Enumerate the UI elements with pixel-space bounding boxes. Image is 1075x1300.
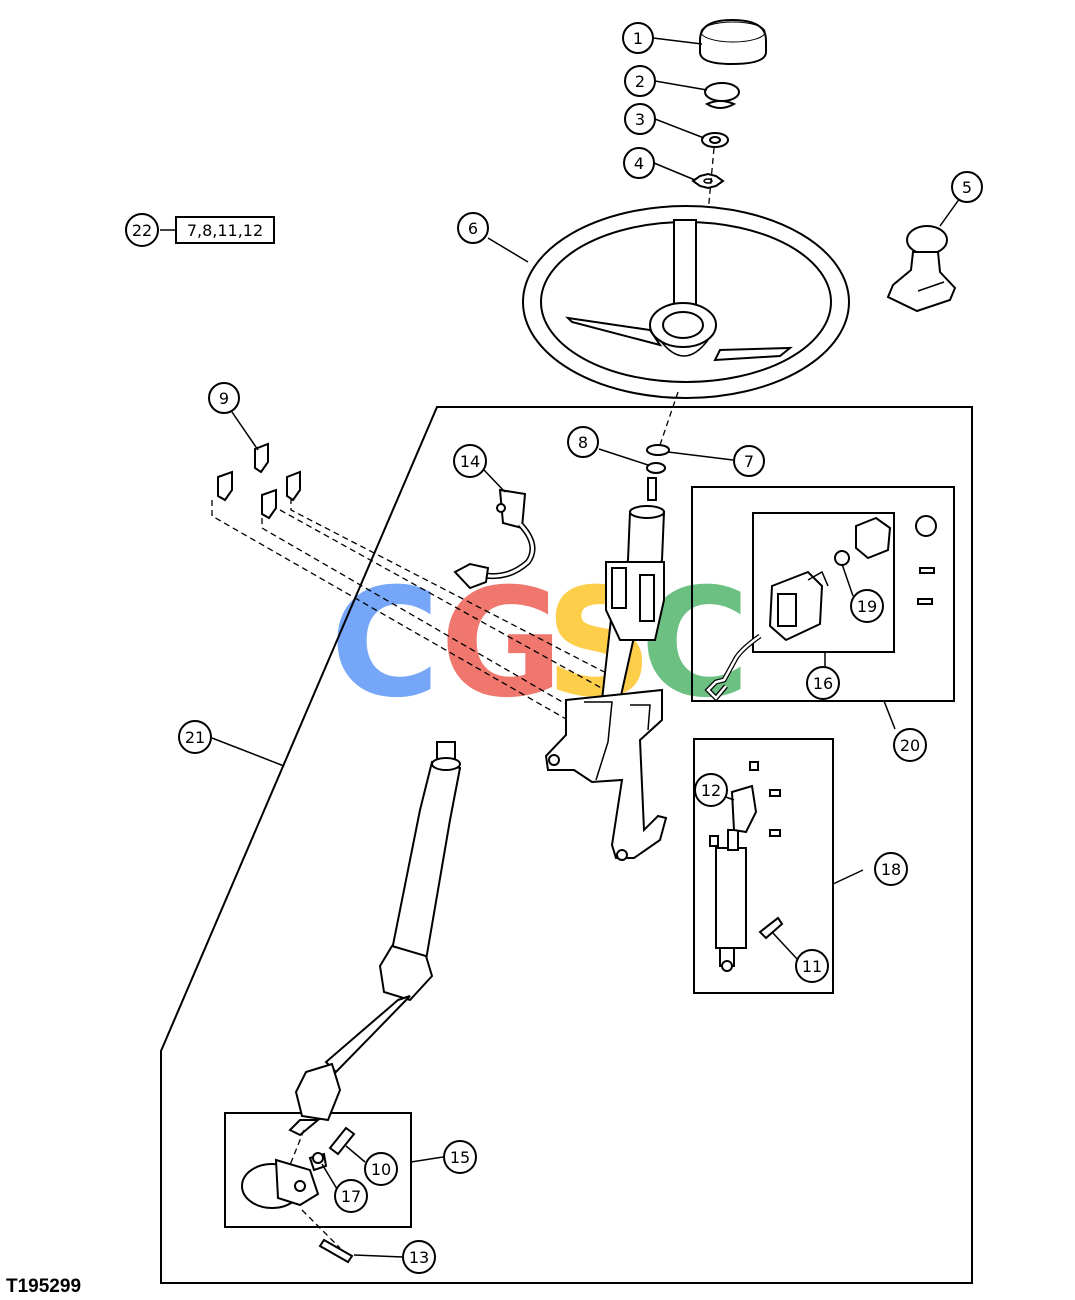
figure-id: T195299 bbox=[6, 1276, 82, 1297]
part-9-bolts bbox=[217, 442, 301, 520]
part-14-harness bbox=[453, 488, 536, 590]
svg-text:21: 21 bbox=[185, 728, 205, 747]
callout-21: 21 bbox=[178, 720, 212, 754]
callout-16: 16 bbox=[806, 666, 840, 700]
steering-column bbox=[544, 505, 668, 861]
leader-shaft-to-coupler bbox=[289, 1129, 305, 1166]
svg-text:9: 9 bbox=[219, 389, 229, 408]
assembly-20-box bbox=[691, 486, 955, 702]
callout-17: 17 bbox=[334, 1179, 368, 1213]
callout-19: 19 bbox=[850, 589, 884, 623]
callout-14: 14 bbox=[453, 444, 487, 478]
callout-18: 18 bbox=[874, 852, 908, 886]
leader-coupler-to-pin bbox=[301, 1209, 341, 1249]
watermark-letter-c1: C bbox=[330, 557, 440, 731]
part-5-spinner-knob bbox=[886, 225, 957, 313]
svg-text:13: 13 bbox=[409, 1248, 429, 1267]
svg-text:1: 1 bbox=[633, 29, 643, 48]
leader-wheel-to-column bbox=[659, 391, 679, 446]
watermark-letter-g: G bbox=[440, 557, 563, 731]
svg-text:19: 19 bbox=[857, 597, 877, 616]
part-16-switch bbox=[704, 570, 829, 702]
part-15-coupler bbox=[241, 1126, 356, 1209]
callout-8: 8 bbox=[567, 426, 599, 458]
part-18-gas-spring bbox=[709, 761, 784, 972]
svg-text:12: 12 bbox=[701, 781, 721, 800]
part-2-insert bbox=[704, 82, 740, 109]
callout-11: 11 bbox=[795, 949, 829, 983]
svg-text:2: 2 bbox=[635, 72, 645, 91]
svg-text:7: 7 bbox=[744, 452, 754, 471]
part-3-nut bbox=[701, 132, 729, 148]
callout-1: 1 bbox=[622, 22, 654, 54]
leader-cap-to-wheel bbox=[699, 147, 715, 301]
lower-shaft bbox=[288, 741, 462, 1137]
svg-text:10: 10 bbox=[371, 1160, 391, 1179]
assembly-21-outline bbox=[160, 406, 973, 1284]
svg-text:22: 22 bbox=[132, 221, 152, 240]
part-6-steering-wheel bbox=[522, 205, 850, 399]
svg-text:3: 3 bbox=[635, 110, 645, 129]
callout-4: 4 bbox=[623, 147, 655, 179]
callout-15: 15 bbox=[443, 1140, 477, 1174]
callout-3: 3 bbox=[624, 103, 656, 135]
callout-6: 6 bbox=[457, 212, 489, 244]
callout-12: 12 bbox=[694, 773, 728, 807]
callout-20: 20 bbox=[893, 728, 927, 762]
callout-22: 22 bbox=[125, 213, 159, 247]
callout-7: 7 bbox=[733, 445, 765, 477]
part-4-washer bbox=[691, 172, 725, 190]
callout-13: 13 bbox=[402, 1240, 436, 1274]
assembly-16-box bbox=[752, 512, 895, 653]
svg-text:5: 5 bbox=[962, 178, 972, 197]
callout-2: 2 bbox=[624, 65, 656, 97]
callout-5: 5 bbox=[951, 171, 983, 203]
part-7-8-washers bbox=[646, 444, 670, 501]
callout-10: 10 bbox=[364, 1152, 398, 1186]
svg-text:17: 17 bbox=[341, 1187, 361, 1206]
assembly-18-box bbox=[693, 738, 834, 994]
callout-9: 9 bbox=[208, 382, 240, 414]
kit-label-box: 7,8,11,12 bbox=[175, 216, 275, 244]
svg-text:6: 6 bbox=[468, 219, 478, 238]
part-1-cap bbox=[699, 18, 767, 66]
kit-label-text: 7,8,11,12 bbox=[187, 221, 263, 240]
svg-text:4: 4 bbox=[634, 154, 644, 173]
svg-text:8: 8 bbox=[578, 433, 588, 452]
watermark: C G S C bbox=[330, 557, 750, 731]
bolt-leaders bbox=[211, 498, 613, 728]
svg-text:14: 14 bbox=[460, 452, 480, 471]
svg-text:16: 16 bbox=[813, 674, 833, 693]
svg-text:15: 15 bbox=[450, 1148, 470, 1167]
part-13-pin bbox=[318, 1238, 354, 1264]
svg-text:18: 18 bbox=[881, 860, 901, 879]
svg-text:20: 20 bbox=[900, 736, 920, 755]
svg-text:11: 11 bbox=[802, 957, 822, 976]
part-19-lever-knob bbox=[834, 515, 937, 605]
